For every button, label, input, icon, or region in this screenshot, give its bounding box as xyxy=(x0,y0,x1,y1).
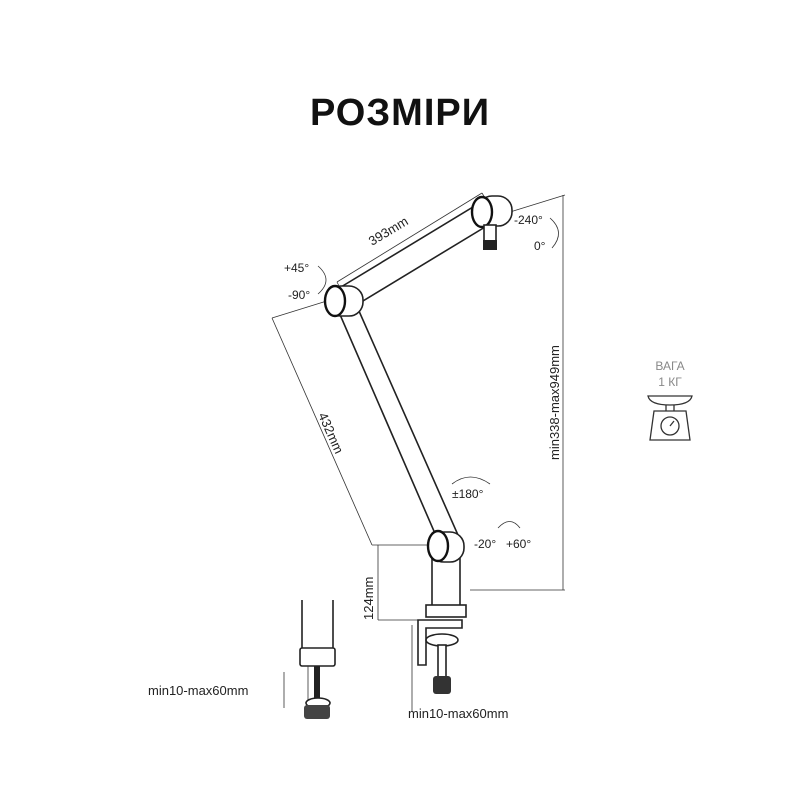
angle-base-b: +60° xyxy=(506,537,531,551)
angle-head-a: -240° xyxy=(514,213,543,227)
angle-elbow-down: -90° xyxy=(288,288,310,302)
lower-arm xyxy=(323,284,460,547)
lower-arm-length: 432mm xyxy=(315,410,346,456)
clamp-range-right: min10-max60mm xyxy=(408,706,508,721)
weight-label: ВАГА xyxy=(655,359,684,373)
base-column xyxy=(425,529,467,618)
upper-arm-length: 393mm xyxy=(366,213,411,248)
angle-base-a: -20° xyxy=(474,537,496,551)
rotation-arrows xyxy=(317,217,559,529)
scale-icon xyxy=(647,395,693,441)
weight-value: 1 КГ xyxy=(658,375,682,389)
angle-rotation: ±180° xyxy=(452,487,484,501)
clamp-detail xyxy=(299,600,336,719)
angle-elbow-up: +45° xyxy=(284,261,309,275)
clamp-range-left: min10-max60mm xyxy=(148,683,248,698)
base-height: 124mm xyxy=(361,577,376,620)
height-range: min338-max949mm xyxy=(547,345,562,460)
page-title: РОЗМІРИ xyxy=(309,92,491,134)
upper-arm xyxy=(334,195,513,312)
angle-head-b: 0° xyxy=(534,239,546,253)
desk-clamp xyxy=(417,619,463,694)
